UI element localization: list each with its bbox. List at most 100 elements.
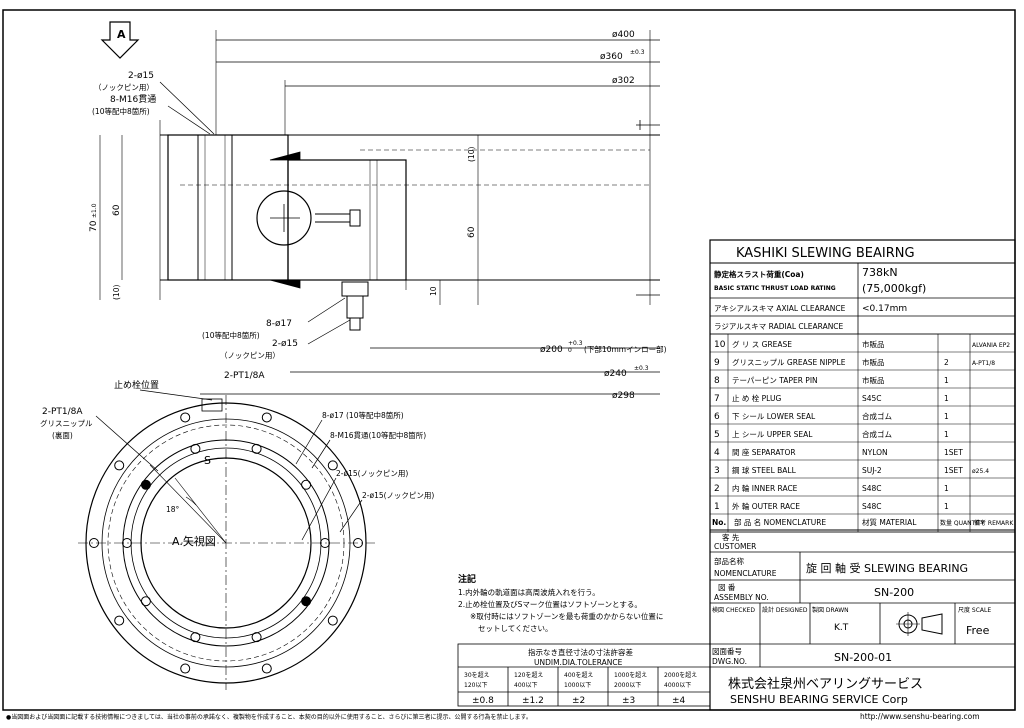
part-quantity: 1 xyxy=(944,484,949,493)
callout-plan-pt18: 2-PT1/8A xyxy=(42,407,83,417)
part-material: 市販品 xyxy=(862,375,885,385)
callout-top-knock-pin: 2-ø15 xyxy=(128,71,154,81)
callout-plan-m16: 8-M16貫通(10等配中8箇所) xyxy=(330,430,426,440)
part-name: 間 座 SEPARATOR xyxy=(732,447,796,457)
part-no: 3 xyxy=(714,466,720,476)
dim-d302: ø302 xyxy=(612,76,635,86)
part-material: S45C xyxy=(862,394,882,403)
tolerance-cells: 30を超え120以下±0.8120を超え400以下±1.2400を超え1000以… xyxy=(464,671,697,706)
inner-bolt-hole xyxy=(301,479,312,490)
part-quantity: 1 xyxy=(944,430,949,439)
callout-plan-nipple: グリスニップル xyxy=(40,418,93,428)
outer-bolt-hole xyxy=(261,412,272,423)
part-name: 鋼 球 STEEL BALL xyxy=(732,465,797,475)
tolerance-range-from: 30を超え xyxy=(464,671,490,679)
scale-value: Free xyxy=(966,624,990,637)
part-remark: A-PT1/8 xyxy=(972,360,995,367)
note-3: ※取付時にはソフトゾーンを最も荷重のかからない位置に xyxy=(470,611,663,621)
dim-h10-top: (10) xyxy=(467,147,476,162)
part-quantity: 1SET xyxy=(944,448,963,457)
callout-top-knock-pin-use: （ノックピン用） xyxy=(94,83,154,92)
outer-bolt-hole xyxy=(89,538,99,548)
dim-h70-tol: ±1.0 xyxy=(91,203,98,218)
tolerance-range-from: 2000を超え xyxy=(664,671,697,679)
nomenclature-value: 旋 回 軸 受 SLEWING BEARING xyxy=(806,561,968,575)
dwg-no-en: DWG.NO. xyxy=(712,657,747,666)
drawn-label: 製図 DRAWN xyxy=(812,606,849,614)
dim-d400: ø400 xyxy=(612,30,635,40)
callout-mid-d17-pos: (10等配中8箇所) xyxy=(202,330,260,340)
part-material: NYLON xyxy=(862,448,888,457)
part-remark: ø25.4 xyxy=(972,468,989,475)
tolerance-range-to: 2000以下 xyxy=(614,682,641,689)
hdr-remark: 備考 REMARK xyxy=(974,519,1014,527)
part-no: 9 xyxy=(714,358,720,368)
inner-bolt-hole xyxy=(301,596,312,607)
tolerance-title-jp: 指示なき直径寸法の寸法許容差 xyxy=(528,647,633,657)
dim-d360-tol: ±0.3 xyxy=(630,49,645,56)
callout-mid-pt18: 2-PT1/8A xyxy=(224,371,265,381)
tolerance-range-from: 120を超え xyxy=(514,671,543,679)
note-1: 1.内外輪の軌道面は高周波焼入れを行う。 xyxy=(458,587,600,597)
dim-h60-right: 60 xyxy=(467,226,477,238)
tolerance-value: ±2 xyxy=(572,696,585,706)
part-name: グ リ ス GREASE xyxy=(732,339,792,349)
inner-bolt-hole xyxy=(251,632,262,643)
view-arrow-label: A xyxy=(117,28,126,41)
outer-bolt-hole xyxy=(114,615,125,626)
dim-h10-plug: 10 xyxy=(429,286,438,296)
outer-bolt-hole xyxy=(180,663,191,674)
customer-en: CUSTOMER xyxy=(714,542,756,551)
hdr-no: No. xyxy=(712,518,726,527)
part-material: SUJ-2 xyxy=(862,466,882,475)
dim-h10-bottom: (10) xyxy=(112,285,121,300)
tolerance-value: ±4 xyxy=(672,696,686,706)
plan-view xyxy=(78,395,375,690)
part-name: 下 シール LOWER SEAL xyxy=(732,412,816,421)
dim-d240-tol: ±0.3 xyxy=(634,365,649,372)
dim-d360: ø360 xyxy=(600,52,623,62)
part-name: 止 め 栓 PLUG xyxy=(732,393,781,403)
note-2: 2.止め栓位置及びSマーク位置はソフトゾーンとする。 xyxy=(458,599,642,609)
assembly-jp: 図 番 xyxy=(718,582,736,592)
inner-bolt-hole xyxy=(320,538,330,548)
callout-mid-d15: 2-ø15 xyxy=(272,339,298,349)
dwg-no-value: SN-200-01 xyxy=(834,651,892,664)
axial-clearance-label: アキシアルスキマ AXIAL CLEARANCE xyxy=(714,304,846,313)
part-quantity: 1SET xyxy=(944,466,963,475)
angle-label: 18° xyxy=(166,505,180,514)
tolerance-range-to: 4000以下 xyxy=(664,682,691,689)
s-mark: S xyxy=(204,454,211,467)
part-no: 6 xyxy=(714,412,720,422)
radial-clearance-label: ラジアルスキマ RADIAL CLEARANCE xyxy=(714,322,844,331)
part-no: 2 xyxy=(714,484,720,494)
tolerance-range-to: 1000以下 xyxy=(564,682,591,689)
company-name-jp: 株式会社泉州ベアリングサービス xyxy=(728,676,923,692)
part-no: 1 xyxy=(714,502,720,512)
outer-bolt-hole xyxy=(261,663,272,674)
dim-d200-note: (下部10mmインロー部) xyxy=(584,344,667,354)
company-name-en: SENSHU BEARING SERVICE Corp xyxy=(730,693,908,706)
dim-d240: ø240 xyxy=(604,369,627,379)
outer-bolt-hole xyxy=(327,615,338,626)
inner-bolt-hole xyxy=(251,443,262,454)
part-material: 市販品 xyxy=(862,339,885,349)
outer-bolt-hole xyxy=(114,460,125,471)
part-no: 4 xyxy=(714,448,720,458)
customer-jp: 客 先 xyxy=(722,532,740,542)
hdr-quantity: 数量 QUANTITY xyxy=(940,519,985,527)
view-a-label: A.矢視図 xyxy=(172,534,216,548)
inner-bolt-hole xyxy=(140,479,151,490)
load-value-kgf: (75,000kgf) xyxy=(862,282,926,295)
dim-d298: ø298 xyxy=(612,391,635,401)
callout-mid-d17: 8-ø17 xyxy=(266,319,292,329)
callout-plan-knock1: 2-ø15(ノックピン用) xyxy=(336,469,408,478)
dim-h70: 70 xyxy=(89,220,99,232)
callout-mid-d15-use: （ノックピン用） xyxy=(220,351,280,360)
dim-h60-left: 60 xyxy=(112,204,122,216)
load-label-jp: 静定格スラスト荷重(Coa) xyxy=(714,269,804,279)
tolerance-range-from: 1000を超え xyxy=(614,671,647,679)
note-4: セットしてください。 xyxy=(478,624,553,633)
part-material: 市販品 xyxy=(862,357,885,367)
